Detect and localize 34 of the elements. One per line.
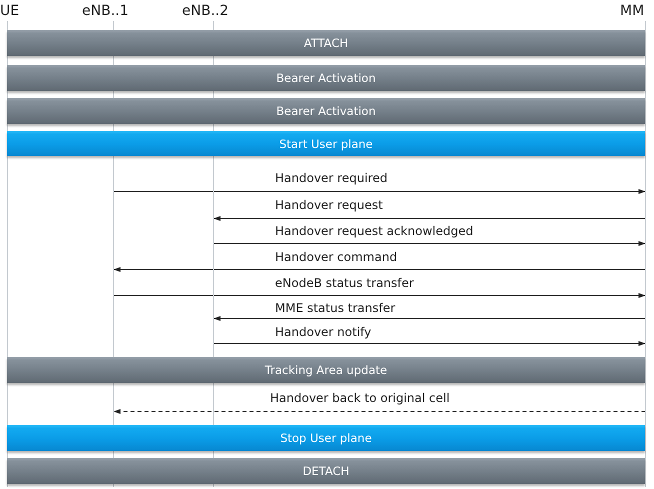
phase-bar [7, 131, 645, 156]
phase-bar [7, 357, 645, 383]
bar-label: DETACH [302, 464, 350, 478]
message-arrow [213, 316, 646, 321]
message-label: Handover notify [275, 325, 372, 339]
message-arrow [213, 216, 646, 221]
lifeline-label: MM [620, 3, 644, 20]
message-label: Handover command [275, 250, 398, 264]
bar-label: Start User plane [279, 136, 373, 150]
message-label: Handover back to original cell [270, 391, 450, 405]
message-arrow [113, 267, 646, 272]
message-arrow [213, 241, 646, 246]
message-label: Handover request acknowledged [275, 224, 474, 238]
message-label: MME status transfer [275, 301, 396, 315]
lifeline-label: eNB..1 [82, 3, 128, 20]
message-arrow [113, 189, 646, 194]
message-arrow [113, 409, 646, 414]
bar-label: Tracking Area update [264, 363, 388, 377]
bar-label: Bearer Activation [276, 71, 376, 85]
message-label: eNodeB status transfer [275, 276, 414, 290]
message-arrow [213, 341, 646, 346]
phase-bar [7, 425, 645, 451]
phase-bar [7, 65, 645, 91]
phase-bar [7, 30, 645, 56]
message-label: Handover request [275, 198, 383, 212]
lifeline-label: UE [0, 3, 20, 20]
bar-label: Bearer Activation [276, 104, 376, 118]
lifeline-label: eNB..2 [182, 3, 228, 20]
phase-bar [7, 458, 645, 484]
message-label: Handover required [275, 171, 388, 185]
message-arrow [113, 293, 646, 298]
bar-label: ATTACH [304, 36, 348, 50]
bar-label: Stop User plane [280, 431, 372, 445]
phase-bar [7, 98, 645, 124]
